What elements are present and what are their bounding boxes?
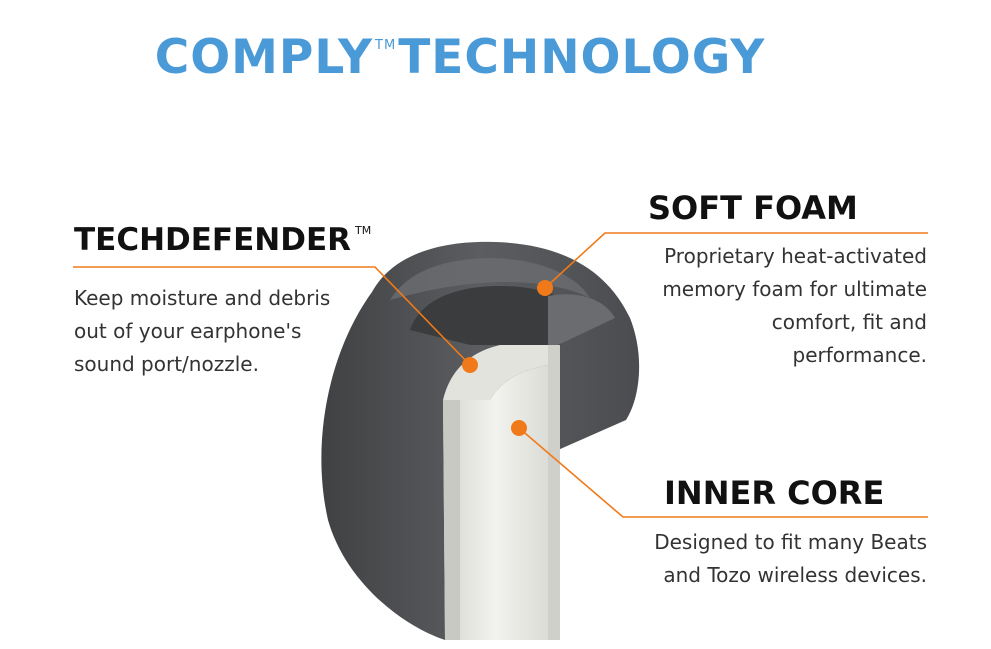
techdefender-leader-line bbox=[73, 266, 471, 366]
inner-core-heading: INNER CORE bbox=[664, 474, 885, 512]
soft-foam-line-1: Proprietary heat-activated bbox=[664, 244, 927, 268]
techdefender-line-3: sound port/nozzle. bbox=[74, 352, 259, 376]
title-rest: TECHNOLOGY bbox=[398, 30, 766, 85]
title-trademark: TM bbox=[375, 38, 397, 53]
foam-cut-face bbox=[548, 294, 615, 345]
soft-foam-line-3: comfort, fit and bbox=[771, 310, 927, 334]
soft-foam-line-2: memory foam for ultimate bbox=[662, 277, 927, 301]
soft-foam-line-4: performance. bbox=[792, 343, 927, 367]
title-brand: COMPLY bbox=[154, 30, 374, 85]
techdefender-description: Keep moisture and debris out of your ear… bbox=[74, 282, 330, 381]
foam-rim bbox=[390, 258, 590, 300]
inner-core-edge bbox=[443, 400, 460, 640]
inner-core-leader-line bbox=[518, 427, 928, 518]
foam-cavity bbox=[410, 286, 585, 345]
soft-foam-leader-line bbox=[544, 232, 928, 289]
techdefender-marker bbox=[462, 357, 478, 373]
techdefender-trademark: TM bbox=[355, 224, 372, 237]
inner-core-line-1: Designed to fit many Beats bbox=[654, 530, 927, 554]
soft-foam-description: Proprietary heat-activated memory foam f… bbox=[662, 240, 927, 372]
techdefender-heading-text: TECHDEFENDER bbox=[74, 222, 352, 258]
soft-foam-heading: SOFT FOAM bbox=[648, 189, 858, 227]
inner-core-description: Designed to fit many Beats and Tozo wire… bbox=[654, 526, 927, 592]
techdefender-line-2: out of your earphone's bbox=[74, 319, 302, 343]
inner-core-marker bbox=[511, 420, 527, 436]
techdefender-line-1: Keep moisture and debris bbox=[74, 286, 331, 310]
soft-foam-marker bbox=[537, 280, 553, 296]
inner-core-right-wall bbox=[548, 345, 560, 640]
inner-core-line-2: and Tozo wireless devices. bbox=[663, 563, 927, 587]
